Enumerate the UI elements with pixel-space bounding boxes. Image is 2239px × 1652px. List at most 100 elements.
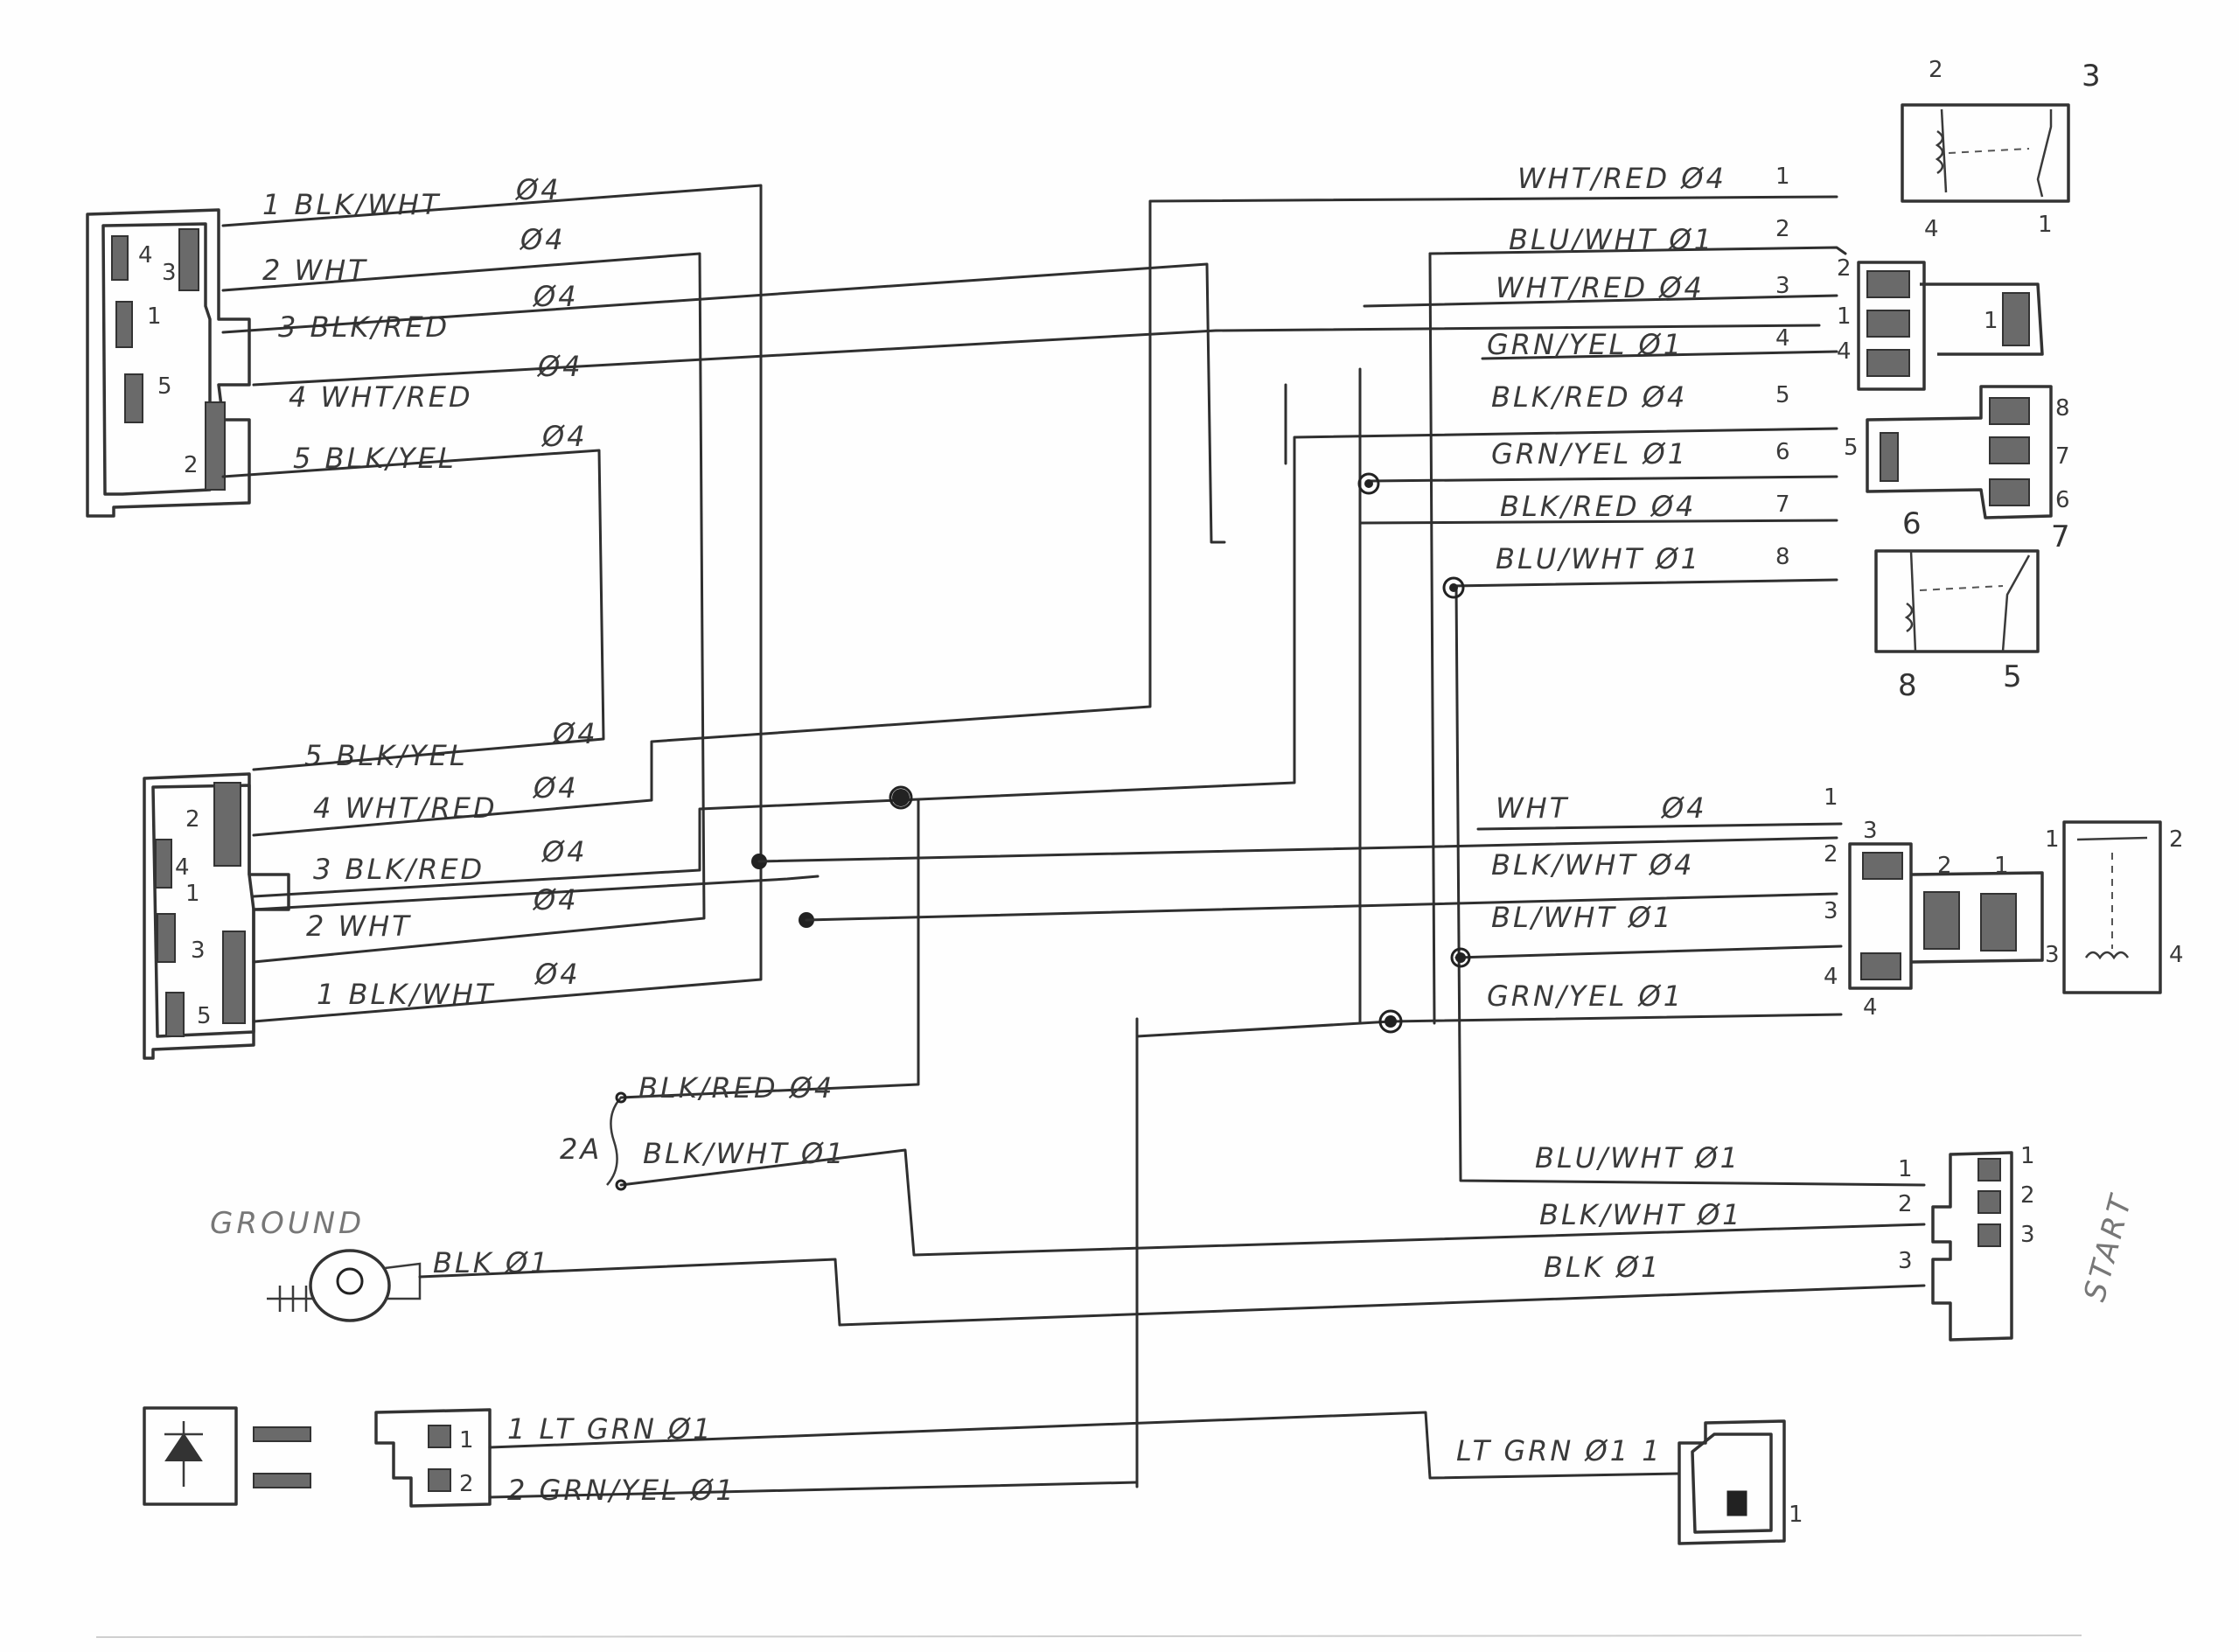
right-mid-wires: [1135, 822, 1843, 1488]
wire-gauge: Ø4: [532, 883, 579, 917]
wire-label: GRN/YEL Ø1: [1487, 979, 1684, 1013]
pin-label: 8: [2055, 395, 2070, 422]
wire-label: BLK/RED Ø4: [1500, 490, 1696, 523]
wire-gauge: Ø4: [1660, 791, 1707, 825]
wire-number: 1: [1898, 1156, 1913, 1182]
pin-label: 3: [191, 938, 206, 964]
connector-mid: 3 2 1 4: [1848, 818, 2044, 1021]
diode-icon: [164, 1432, 203, 1461]
wire-number: 5: [1775, 382, 1790, 408]
pin-label: 1: [459, 1427, 474, 1453]
pin-label: 4: [1837, 338, 1852, 365]
wire-label: 4 WHT/RED: [313, 791, 498, 825]
wire-lt-grn: [488, 1411, 1681, 1480]
wire-gauge: Ø4: [551, 717, 598, 750]
wire-number: 3: [1824, 898, 1838, 924]
fuse-label: 2A: [560, 1133, 602, 1166]
relay-mid: 1 2 3 4: [2045, 820, 2184, 994]
pin-label: 1: [1994, 853, 2009, 879]
pin-label: 7: [2051, 519, 2070, 554]
wire-number: 4: [1775, 325, 1790, 352]
wire-number: 1: [1775, 164, 1790, 190]
wire-label: 3 BLK/RED: [313, 853, 485, 886]
wire-label: LT GRN Ø1 1: [1456, 1434, 1663, 1467]
lamp-connector: 1: [1678, 1419, 1803, 1545]
wire-label: BLK/WHT Ø1: [643, 1137, 847, 1170]
pin-label: 2: [1937, 853, 1952, 879]
pin-label: 1: [2045, 826, 2060, 853]
wire-label: BLU/WHT Ø1: [1509, 223, 1714, 256]
wire-number: 3: [1898, 1248, 1913, 1274]
wire-label: BLK/WHT Ø1: [1539, 1198, 1743, 1231]
pin-label: 1: [147, 303, 162, 330]
wire-label: GRN/YEL Ø1: [1487, 328, 1684, 361]
wire-label: BLK/RED Ø4: [1491, 380, 1687, 414]
wire-gauge: Ø4: [541, 835, 588, 868]
pin-label: 1: [1837, 303, 1852, 330]
left-top-connector: 4 3 1 5 2: [86, 208, 251, 518]
wire-number: 1: [1824, 784, 1838, 811]
wire-label: BLK/WHT Ø4: [1491, 848, 1695, 882]
wire-number: 2: [1898, 1191, 1913, 1217]
pin-label: 2: [1929, 57, 1943, 83]
wire-gauge: Ø4: [519, 223, 566, 256]
pin-label: 3: [2082, 59, 2101, 94]
wire-label: WHT/RED Ø4: [1496, 271, 1705, 304]
pin-label: 2: [185, 806, 200, 833]
diode-connector: 1 2: [374, 1408, 492, 1508]
pin-label: 3: [2045, 942, 2060, 968]
pin-label: 8: [1898, 668, 1917, 703]
wire-label: BLK Ø1: [1544, 1251, 1661, 1284]
wire-gauge: Ø4: [532, 771, 579, 805]
wire-grn-yel: [488, 1481, 1139, 1499]
pin-label: 1: [2038, 212, 2053, 238]
pin-label: 2: [184, 452, 199, 478]
pin-label: 6: [2055, 487, 2070, 513]
pin-label: 3: [162, 260, 177, 286]
wire-label: 5 BLK/YEL: [304, 739, 468, 772]
wire-number: 8: [1775, 544, 1790, 570]
wire-label: WHT: [1496, 791, 1569, 825]
pin-label: 5: [197, 1003, 212, 1029]
pin-label: 3: [1863, 818, 1878, 844]
pin-label: 1: [1789, 1502, 1803, 1528]
wire-label: BLK/RED Ø4: [638, 1071, 834, 1105]
pin-label: 2: [2020, 1182, 2035, 1209]
pin-label: 2: [459, 1471, 474, 1497]
wire-number: 2: [1775, 216, 1790, 242]
pin-label: 4: [1863, 994, 1878, 1021]
wire-label: BLU/WHT Ø1: [1535, 1141, 1740, 1175]
pin-label: 1: [185, 881, 200, 907]
connector-a: 2 1 4 1: [1837, 255, 2044, 391]
wire-label: GRN/YEL Ø1: [1491, 437, 1688, 471]
wire-label: 2 GRN/YEL Ø1: [507, 1474, 736, 1507]
start-title: START: [2077, 1188, 2139, 1305]
ground: GROUND BLK Ø1: [210, 1206, 1926, 1327]
pin-label: 4: [1924, 216, 1939, 242]
pin-label: 6: [1902, 506, 1922, 541]
wire-label: BLU/WHT Ø1: [1496, 542, 1701, 575]
pin-label: 3: [2020, 1222, 2035, 1248]
pin-label: 1: [2020, 1143, 2035, 1169]
pin-label: 5: [1844, 435, 1859, 461]
left-wires: [221, 184, 1838, 1023]
pin-label: 2: [2169, 826, 2184, 853]
pin-label: 1: [1984, 308, 1998, 334]
pin-label: 4: [2169, 942, 2184, 968]
relay-bottom: 6 7 8 5: [1874, 506, 2070, 703]
wire-label: BL/WHT Ø1: [1491, 901, 1674, 934]
relay-top: 2 3 4 1: [1901, 57, 2101, 242]
pin-label: 5: [157, 373, 172, 400]
pin-socket: [1726, 1490, 1747, 1516]
connector-b: 5 8 7 6: [1844, 385, 2070, 519]
right-top-wires: [1284, 246, 1926, 1187]
fuse: 2A BLK/RED Ø4 BLK/WHT Ø1: [560, 798, 1926, 1257]
sheet-edge: [95, 1635, 2082, 1638]
left-mid-connector: 2 4 1 3 5: [143, 772, 290, 1060]
ground-label: GROUND: [210, 1206, 365, 1241]
diode-component: [143, 1406, 311, 1506]
wire-label: WHT/RED Ø4: [1517, 162, 1726, 195]
pin-label: 4: [175, 854, 190, 881]
